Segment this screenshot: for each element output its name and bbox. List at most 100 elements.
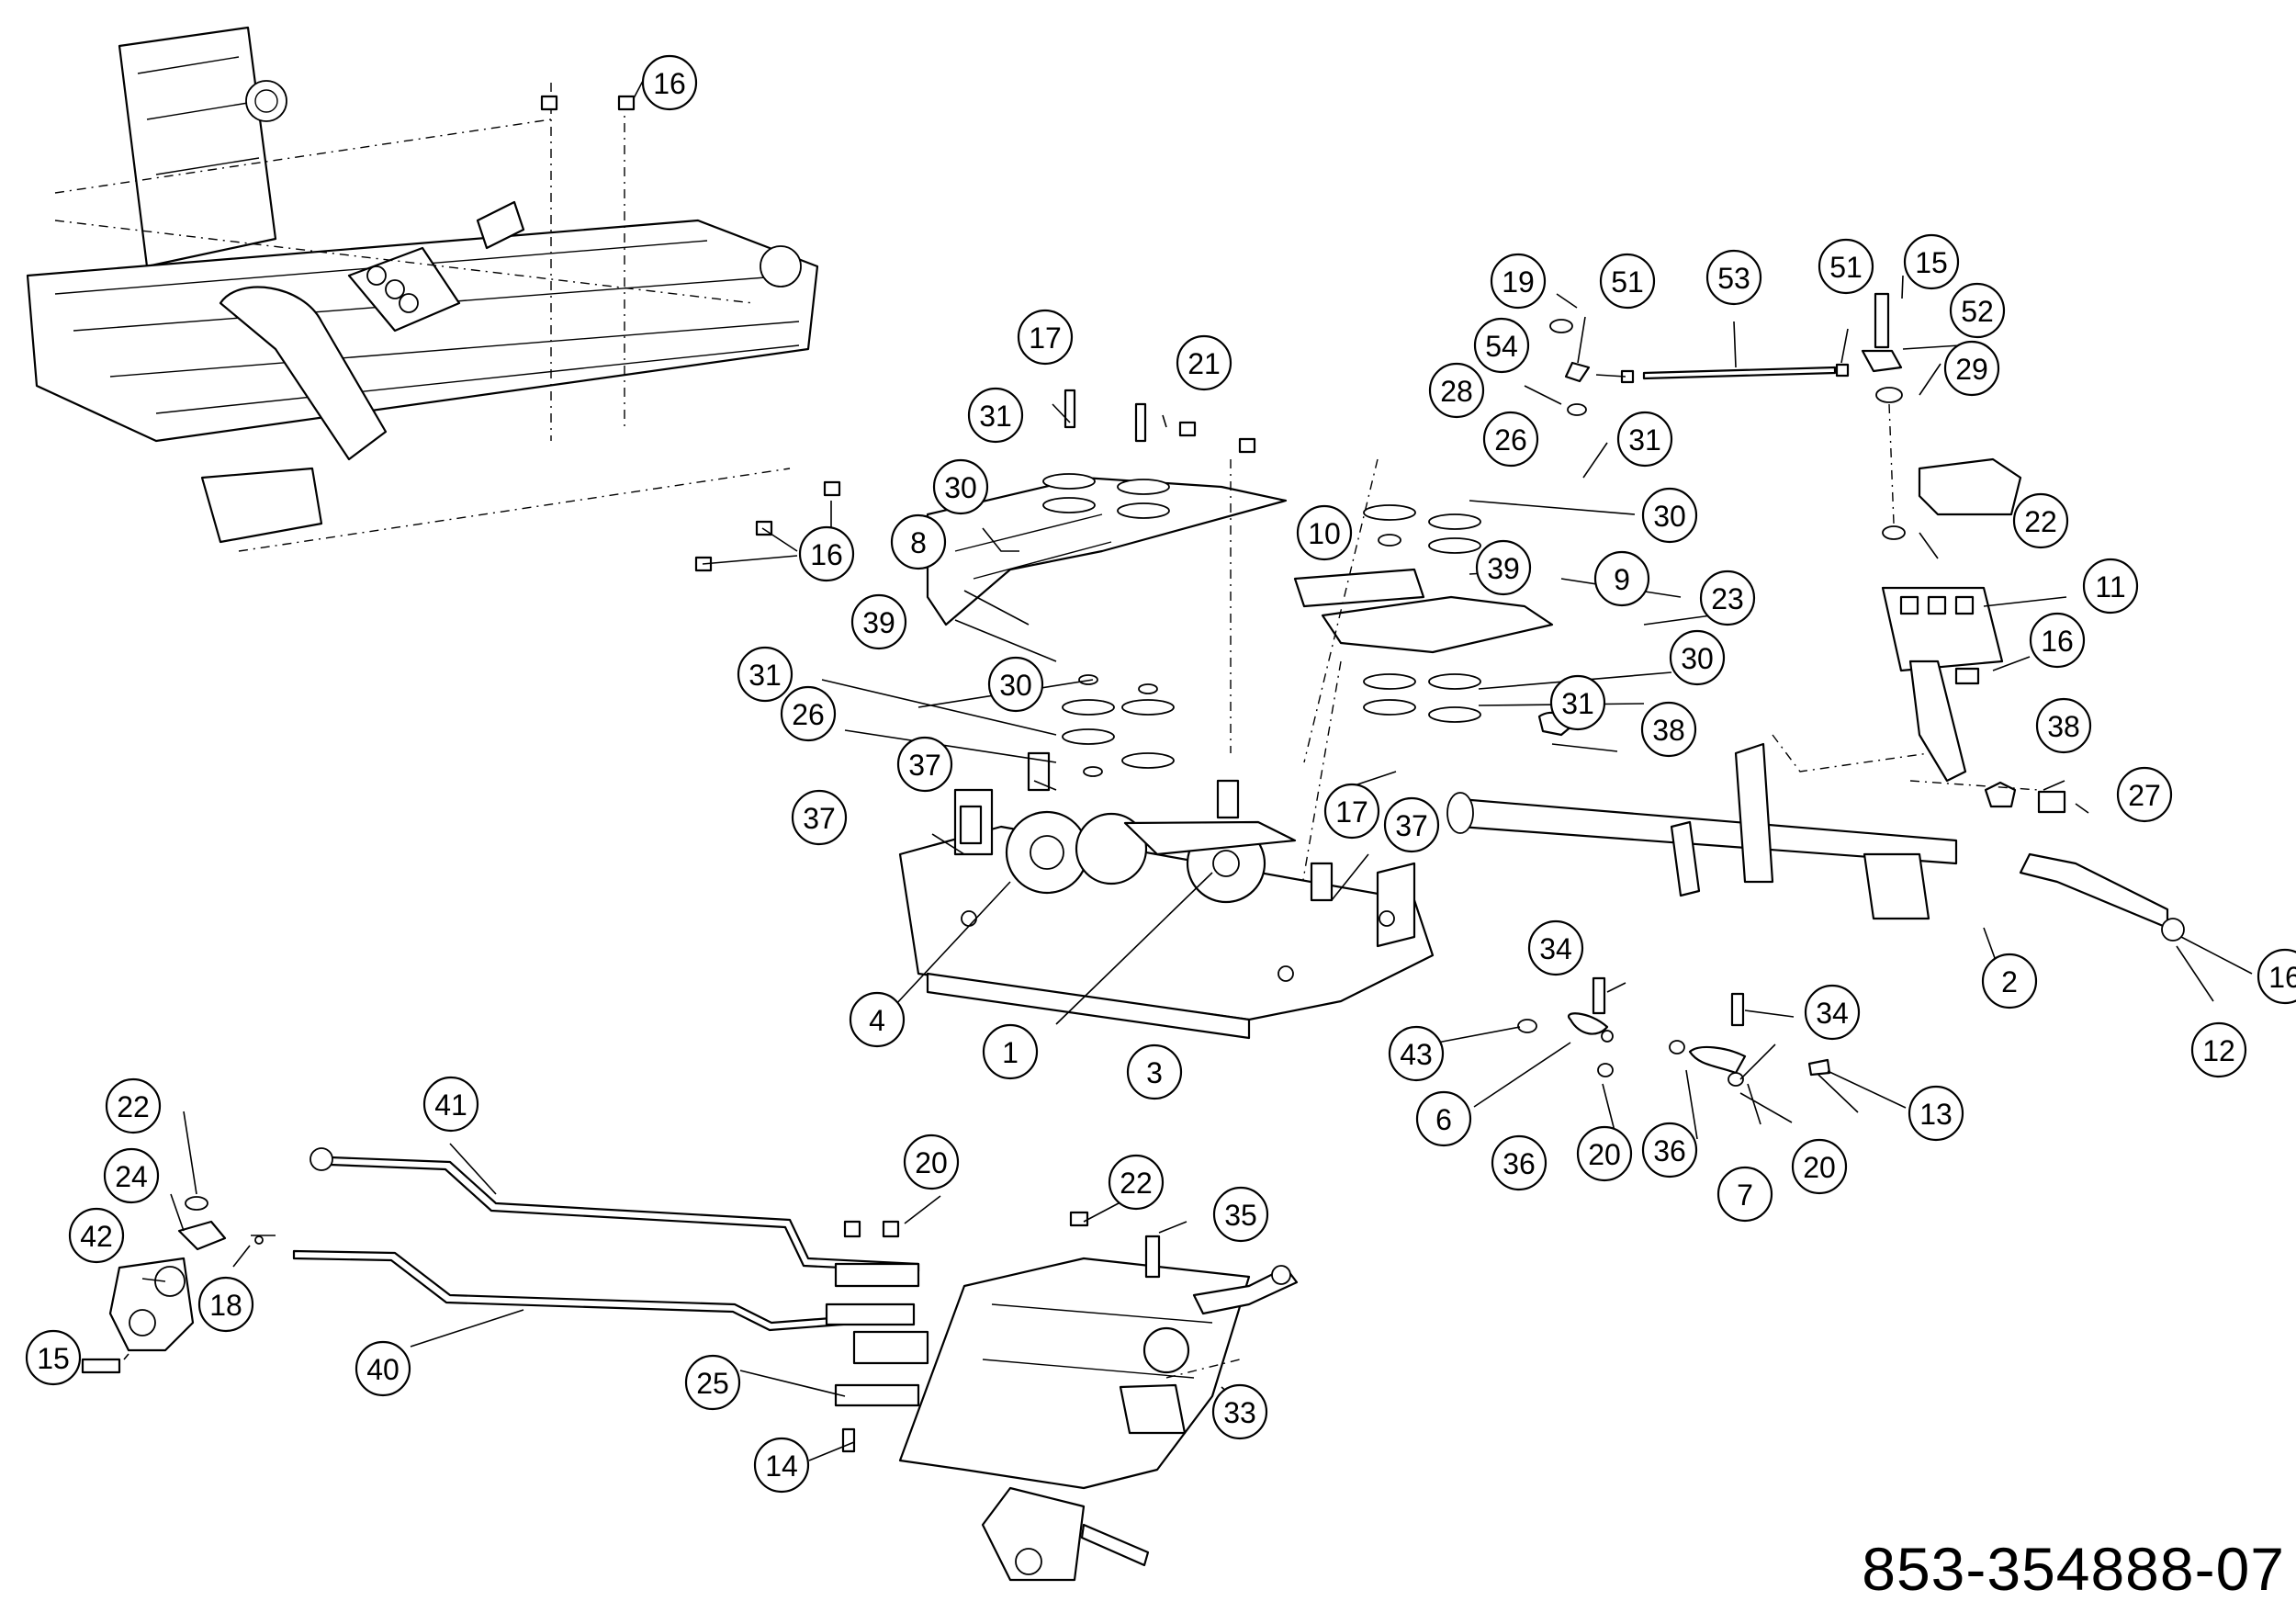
callout-22: 22 xyxy=(2012,492,2069,549)
callout-number: 33 xyxy=(1223,1396,1256,1429)
callout-30: 30 xyxy=(1641,487,1698,544)
callout-29: 29 xyxy=(1943,340,2000,397)
callout-circle xyxy=(1943,340,2000,397)
callout-number: 17 xyxy=(1029,321,1062,355)
callout-34: 34 xyxy=(1527,919,1584,976)
callout-circle xyxy=(1491,1134,1548,1191)
callout-27: 27 xyxy=(2116,766,2173,823)
callout-number: 16 xyxy=(653,67,686,100)
callout-34: 34 xyxy=(1804,984,1861,1041)
linkage-rod-assembly xyxy=(1549,292,2022,540)
callout-circle xyxy=(1593,550,1650,607)
callout-31: 31 xyxy=(1549,674,1606,731)
callout-3: 3 xyxy=(1126,1043,1183,1100)
callout-18: 18 xyxy=(197,1276,254,1333)
callout-circle xyxy=(1212,1186,1269,1243)
callout-number: 24 xyxy=(115,1160,148,1193)
callout-number: 20 xyxy=(915,1146,948,1179)
callout-number: 38 xyxy=(1652,714,1685,747)
callout-number: 4 xyxy=(869,1004,885,1037)
callout-20: 20 xyxy=(1791,1138,1848,1195)
callout-17: 17 xyxy=(1017,309,1074,366)
callout-26: 26 xyxy=(1482,411,1539,468)
callout-11: 11 xyxy=(2082,558,2139,615)
callout-circle xyxy=(1126,1043,1183,1100)
callout-19: 19 xyxy=(1490,253,1547,310)
callout-number: 39 xyxy=(1487,552,1520,585)
callout-20: 20 xyxy=(903,1133,960,1190)
callout-number: 20 xyxy=(1803,1151,1836,1184)
callout-number: 37 xyxy=(908,749,941,782)
callout-36: 36 xyxy=(1491,1134,1548,1191)
callout-41: 41 xyxy=(422,1076,479,1133)
callout-circle xyxy=(1176,334,1232,391)
callout-number: 22 xyxy=(117,1090,150,1123)
callout-33: 33 xyxy=(1211,1383,1268,1440)
callout-number: 10 xyxy=(1308,517,1341,550)
callout-number: 14 xyxy=(765,1449,798,1483)
callout-circle xyxy=(2116,766,2173,823)
callout-circle xyxy=(987,656,1044,713)
callout-42: 42 xyxy=(68,1207,125,1264)
callout-number: 28 xyxy=(1440,375,1473,408)
callout-16: 16 xyxy=(2257,948,2296,1005)
callout-16: 16 xyxy=(641,54,698,111)
callout-number: 30 xyxy=(944,471,977,504)
callout-37: 37 xyxy=(791,789,848,846)
callout-number: 12 xyxy=(2202,1034,2235,1067)
callout-circle xyxy=(25,1329,82,1386)
callout-circle xyxy=(1108,1154,1165,1211)
callout-circle xyxy=(1323,783,1380,840)
callout-37: 37 xyxy=(1383,796,1440,853)
callout-circle xyxy=(1475,539,1532,596)
callout-31: 31 xyxy=(967,387,1024,444)
callout-16: 16 xyxy=(798,525,855,582)
callout-circle xyxy=(1527,919,1584,976)
callout-number: 16 xyxy=(2268,961,2296,994)
callout-circle xyxy=(1908,1085,1964,1142)
callout-circle xyxy=(2257,948,2296,1005)
callout-number: 23 xyxy=(1711,582,1744,615)
callout-51: 51 xyxy=(1599,253,1656,310)
callout-22: 22 xyxy=(105,1077,162,1134)
callout-43: 43 xyxy=(1388,1025,1445,1082)
callout-1: 1 xyxy=(982,1023,1039,1080)
callout-6: 6 xyxy=(1415,1090,1472,1147)
callout-circle xyxy=(1669,629,1726,686)
callout-number: 1 xyxy=(1002,1036,1019,1069)
callout-number: 26 xyxy=(792,698,825,731)
callout-30: 30 xyxy=(1669,629,1726,686)
callout-number: 27 xyxy=(2128,779,2161,812)
callout-circle xyxy=(1616,411,1673,468)
callout-number: 31 xyxy=(979,400,1012,433)
callout-circle xyxy=(684,1354,741,1411)
callout-circle xyxy=(850,593,907,650)
callout-number: 34 xyxy=(1816,997,1849,1030)
callout-38: 38 xyxy=(1640,701,1697,758)
callout-number: 51 xyxy=(1611,265,1644,299)
callout-circle xyxy=(1383,796,1440,853)
callout-circle xyxy=(896,736,953,793)
callout-8: 8 xyxy=(890,513,947,570)
callout-number: 38 xyxy=(2047,710,2080,743)
callout-circle xyxy=(1791,1138,1848,1195)
callout-number: 30 xyxy=(1681,642,1714,675)
callout-number: 31 xyxy=(1561,687,1594,720)
callout-number: 16 xyxy=(2041,625,2074,658)
callout-26: 26 xyxy=(780,685,837,742)
callout-circle xyxy=(791,789,848,846)
callout-51: 51 xyxy=(1818,238,1874,295)
callout-number: 25 xyxy=(696,1367,729,1400)
callout-circle xyxy=(422,1076,479,1133)
callout-number: 6 xyxy=(1435,1103,1452,1136)
callout-circle xyxy=(1641,1122,1698,1179)
seat-base-plate xyxy=(898,751,1435,1040)
callout-9: 9 xyxy=(1593,550,1650,607)
callout-number: 19 xyxy=(1502,265,1535,299)
callout-circle xyxy=(197,1276,254,1333)
callout-circle xyxy=(849,991,906,1048)
callout-number: 21 xyxy=(1187,347,1221,380)
callout-40: 40 xyxy=(355,1340,411,1397)
callout-30: 30 xyxy=(932,458,989,515)
callout-number: 34 xyxy=(1539,932,1572,965)
